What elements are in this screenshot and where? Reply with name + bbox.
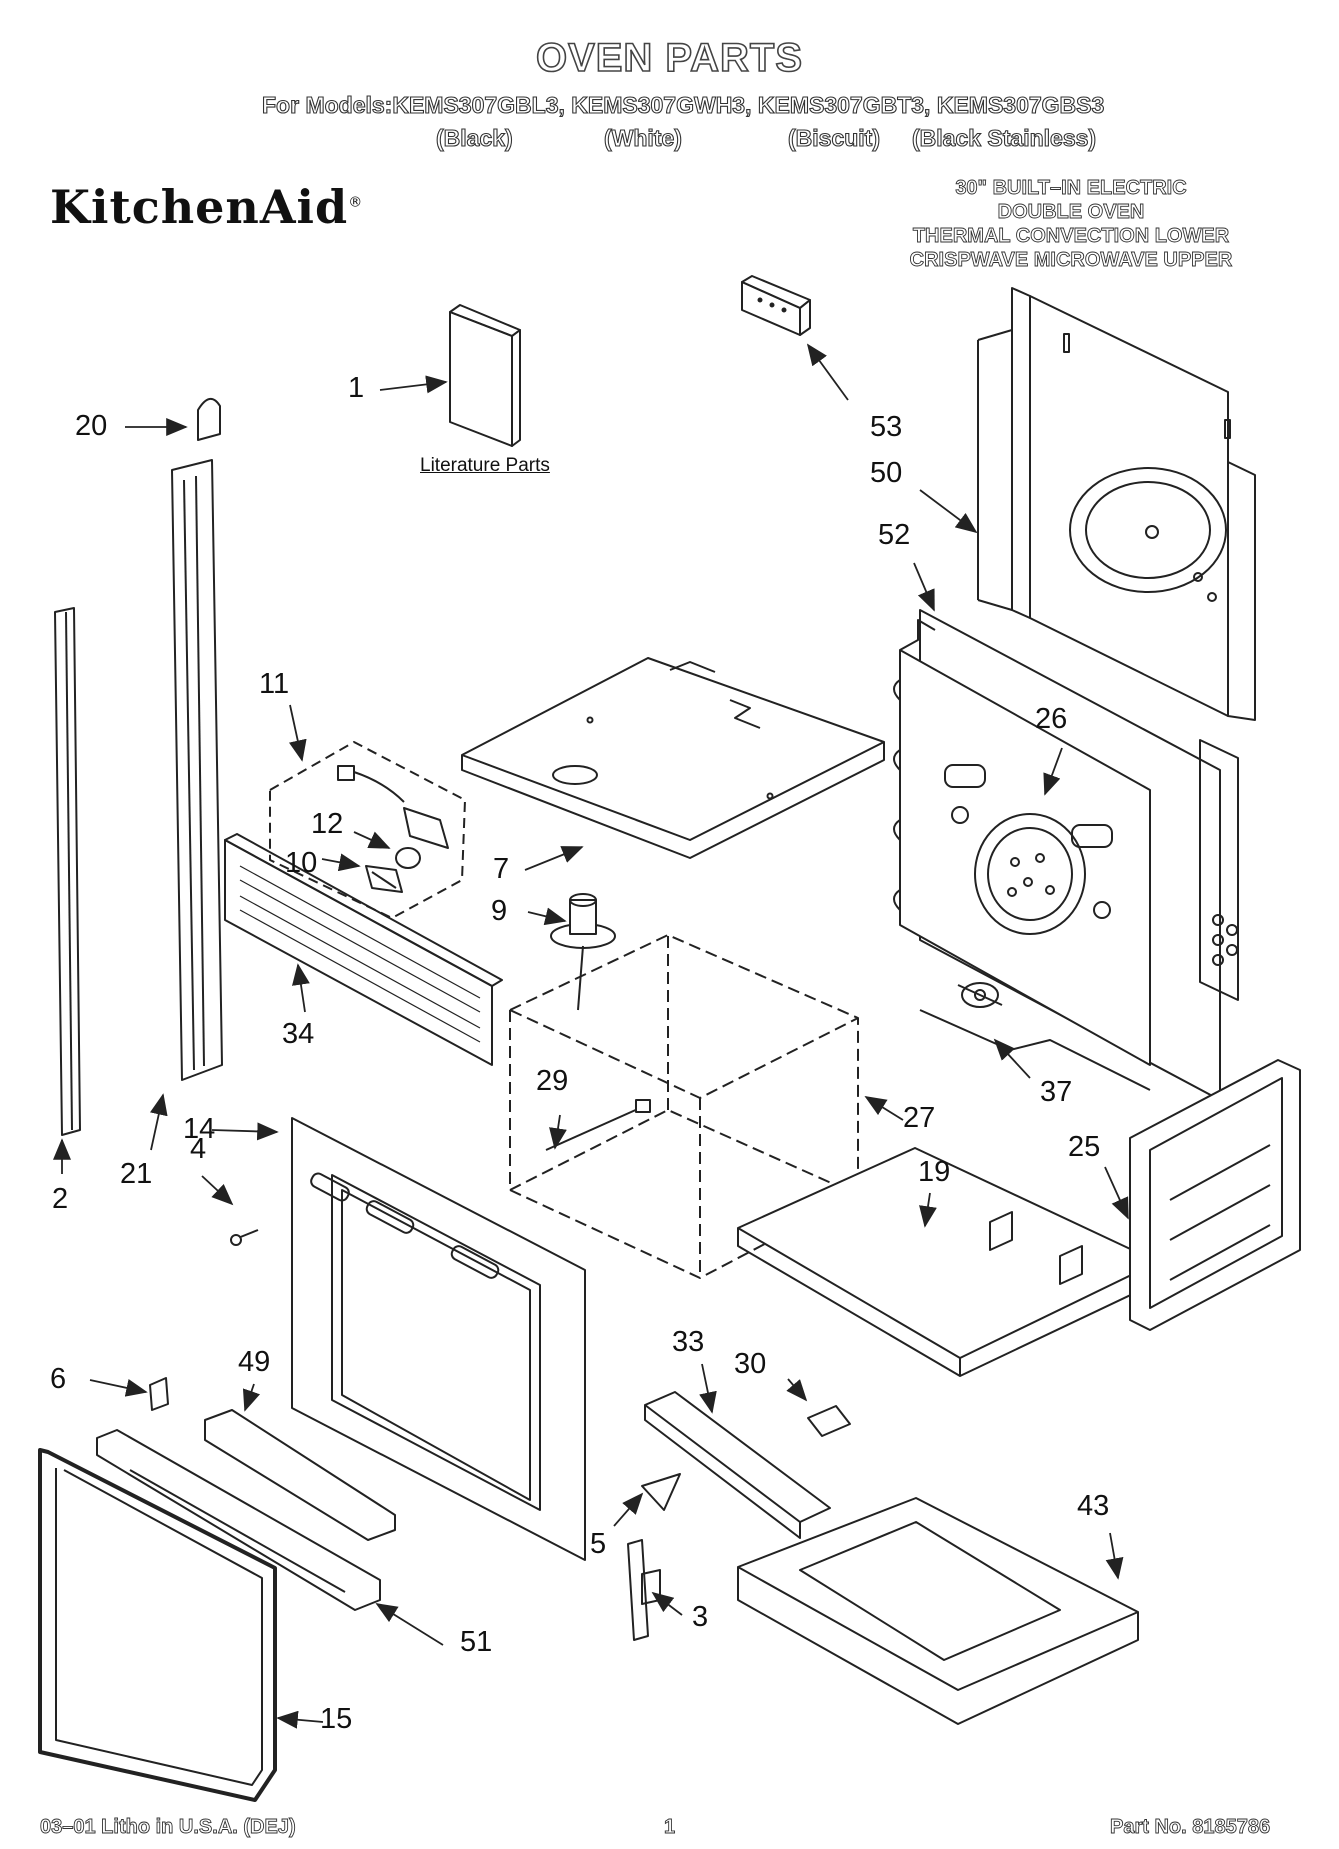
callout-37: 37 xyxy=(1040,1076,1073,1108)
product-description: 30" BUILT–IN ELECTRIC DOUBLE OVEN THERMA… xyxy=(861,176,1281,272)
callout-2: 2 xyxy=(52,1183,69,1215)
part-11-light-assembly xyxy=(269,741,466,919)
callout-26: 26 xyxy=(1035,703,1068,735)
part-30-bracket xyxy=(807,1405,851,1437)
color-black-stainless: (Black Stainless) xyxy=(911,124,1097,151)
part-29-sensor xyxy=(545,1099,651,1151)
color-black: (Black) xyxy=(435,124,513,151)
part-6-clip xyxy=(149,1377,169,1411)
callout-15: 15 xyxy=(320,1703,353,1735)
callout-9: 9 xyxy=(491,895,508,927)
callout-10: 10 xyxy=(285,847,318,879)
part-33-channel xyxy=(644,1391,831,1539)
part-27-oven-cavity xyxy=(509,934,859,1279)
page-number: 1 xyxy=(664,1816,676,1839)
callout-1: 1 xyxy=(348,372,365,404)
part-34-vent-grille xyxy=(224,833,503,1066)
callout-43: 43 xyxy=(1077,1490,1110,1522)
callout-51: 51 xyxy=(460,1626,493,1658)
part-43-bottom-pan xyxy=(737,1497,1139,1725)
part-53-block xyxy=(741,275,811,336)
description-line: CRISPWAVE MICROWAVE UPPER xyxy=(909,249,1233,272)
description-line: 30" BUILT–IN ELECTRIC xyxy=(955,177,1187,200)
part-4-screw xyxy=(230,1229,259,1246)
callout-7: 7 xyxy=(493,853,510,885)
part-52-26-panels xyxy=(893,609,1239,1101)
part-2-trim-strip xyxy=(54,607,81,1136)
part-21-side-trim xyxy=(171,459,223,1081)
part-14-front-frame xyxy=(291,1117,586,1561)
part-20-cap xyxy=(197,398,221,441)
callout-6: 6 xyxy=(50,1363,67,1395)
part-number: Part No. 8185786 xyxy=(1110,1816,1271,1839)
page-title: OVEN PARTS xyxy=(535,35,804,81)
callout-11: 11 xyxy=(259,668,290,700)
callout-33: 33 xyxy=(672,1326,705,1358)
callout-20: 20 xyxy=(75,410,108,442)
callout-12: 12 xyxy=(311,808,344,840)
model-numbers: For Models:KEMS307GBL3, KEMS307GWH3, KEM… xyxy=(261,91,1105,118)
part-37-thermostat xyxy=(957,982,1003,1008)
description-line: THERMAL CONVECTION LOWER xyxy=(912,225,1230,248)
part-49-rail xyxy=(204,1409,396,1541)
callout-52: 52 xyxy=(878,519,911,551)
part-12-10-bulb-lens xyxy=(337,765,449,893)
callout-21: 21 xyxy=(120,1158,153,1190)
part-25-side-panel xyxy=(1129,1059,1301,1331)
callout-25: 25 xyxy=(1068,1131,1101,1163)
callout-27: 27 xyxy=(903,1102,936,1134)
callout-53: 53 xyxy=(870,411,903,443)
callout-30: 30 xyxy=(734,1348,767,1380)
color-white: (White) xyxy=(603,124,682,151)
litho-info: 03–01 Litho in U.S.A. (DEJ) xyxy=(40,1816,297,1839)
part-5-bracket xyxy=(641,1473,681,1511)
callout-49: 49 xyxy=(238,1346,271,1378)
part-9-fan-motor xyxy=(550,893,616,1011)
part-3-bracket xyxy=(627,1539,661,1641)
part-7-top-panel xyxy=(461,657,885,859)
description-line: DOUBLE OVEN xyxy=(997,201,1145,224)
callout-3: 3 xyxy=(692,1601,709,1633)
callout-14: 14 xyxy=(183,1113,216,1145)
callout-5: 5 xyxy=(590,1528,607,1560)
part-51-door-trim xyxy=(96,1429,381,1611)
callout-50: 50 xyxy=(870,457,903,489)
literature-parts-label: Literature Parts xyxy=(420,455,550,476)
callout-29: 29 xyxy=(536,1065,569,1097)
callout-4: 4 xyxy=(190,1133,207,1165)
part-15-gasket xyxy=(38,1448,277,1802)
callout-19: 19 xyxy=(918,1156,951,1188)
part-literature-booklet xyxy=(449,304,521,447)
color-biscuit: (Biscuit) xyxy=(787,124,880,151)
kitchenaid-logo: KitchenAid® xyxy=(50,180,364,234)
leader-arrows xyxy=(53,343,1129,1729)
part-50-back-panel xyxy=(977,287,1256,721)
callout-34: 34 xyxy=(282,1018,315,1050)
